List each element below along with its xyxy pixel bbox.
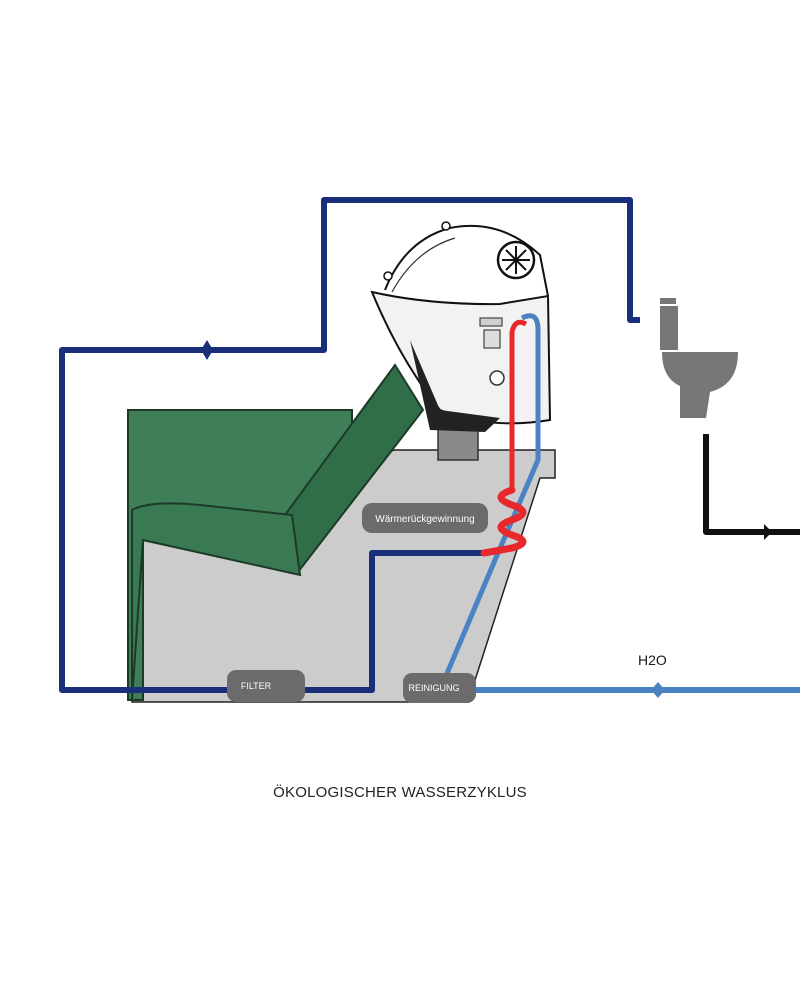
waste-water-arrow-marker [764, 524, 772, 540]
basin-knob-left [383, 271, 393, 281]
waste-water-pipe [703, 434, 800, 535]
heat-exchanger-coil [480, 486, 527, 557]
cleaning-label: REINIGUNG [403, 673, 476, 703]
fresh-water-riser [437, 313, 541, 691]
filter-label: FILTER [227, 670, 305, 702]
toilet-icon [660, 298, 738, 418]
recycled-water-arrow-marker [201, 340, 213, 360]
heat-recovery-text: Wärmerückgewinnung [375, 514, 475, 525]
filter-text: FILTER [241, 681, 272, 691]
cleaning-text: REINIGUNG [408, 683, 459, 693]
basin-drain [489, 370, 505, 386]
chair [127, 363, 425, 701]
basin-fan-blades [502, 246, 530, 274]
basin-tap-head [479, 317, 503, 327]
basin-tap [483, 329, 501, 349]
recycled-water-pipe [59, 197, 640, 693]
diagram-caption: ÖKOLOGISCHER WASSERZYKLUS [273, 784, 527, 801]
basin-bowl [370, 290, 552, 425]
toilet-cistern [660, 306, 678, 350]
hot-water-riser [509, 319, 528, 490]
basin-hood-inner [391, 237, 456, 293]
wash-basin [370, 221, 552, 461]
filter-pill [227, 670, 305, 702]
heat-recovery-pill [362, 503, 488, 533]
chair-seat [131, 502, 302, 701]
water-label: H2O [638, 652, 667, 668]
basin-stand [410, 340, 500, 432]
toilet-bowl [662, 352, 738, 418]
basin-knob-top [441, 221, 451, 231]
heat-recovery-label: Wärmerückgewinnung [362, 503, 488, 533]
fresh-water-arrow-marker [651, 682, 665, 698]
toilet-cistern-top [660, 298, 676, 304]
cleaning-pill [403, 673, 476, 703]
